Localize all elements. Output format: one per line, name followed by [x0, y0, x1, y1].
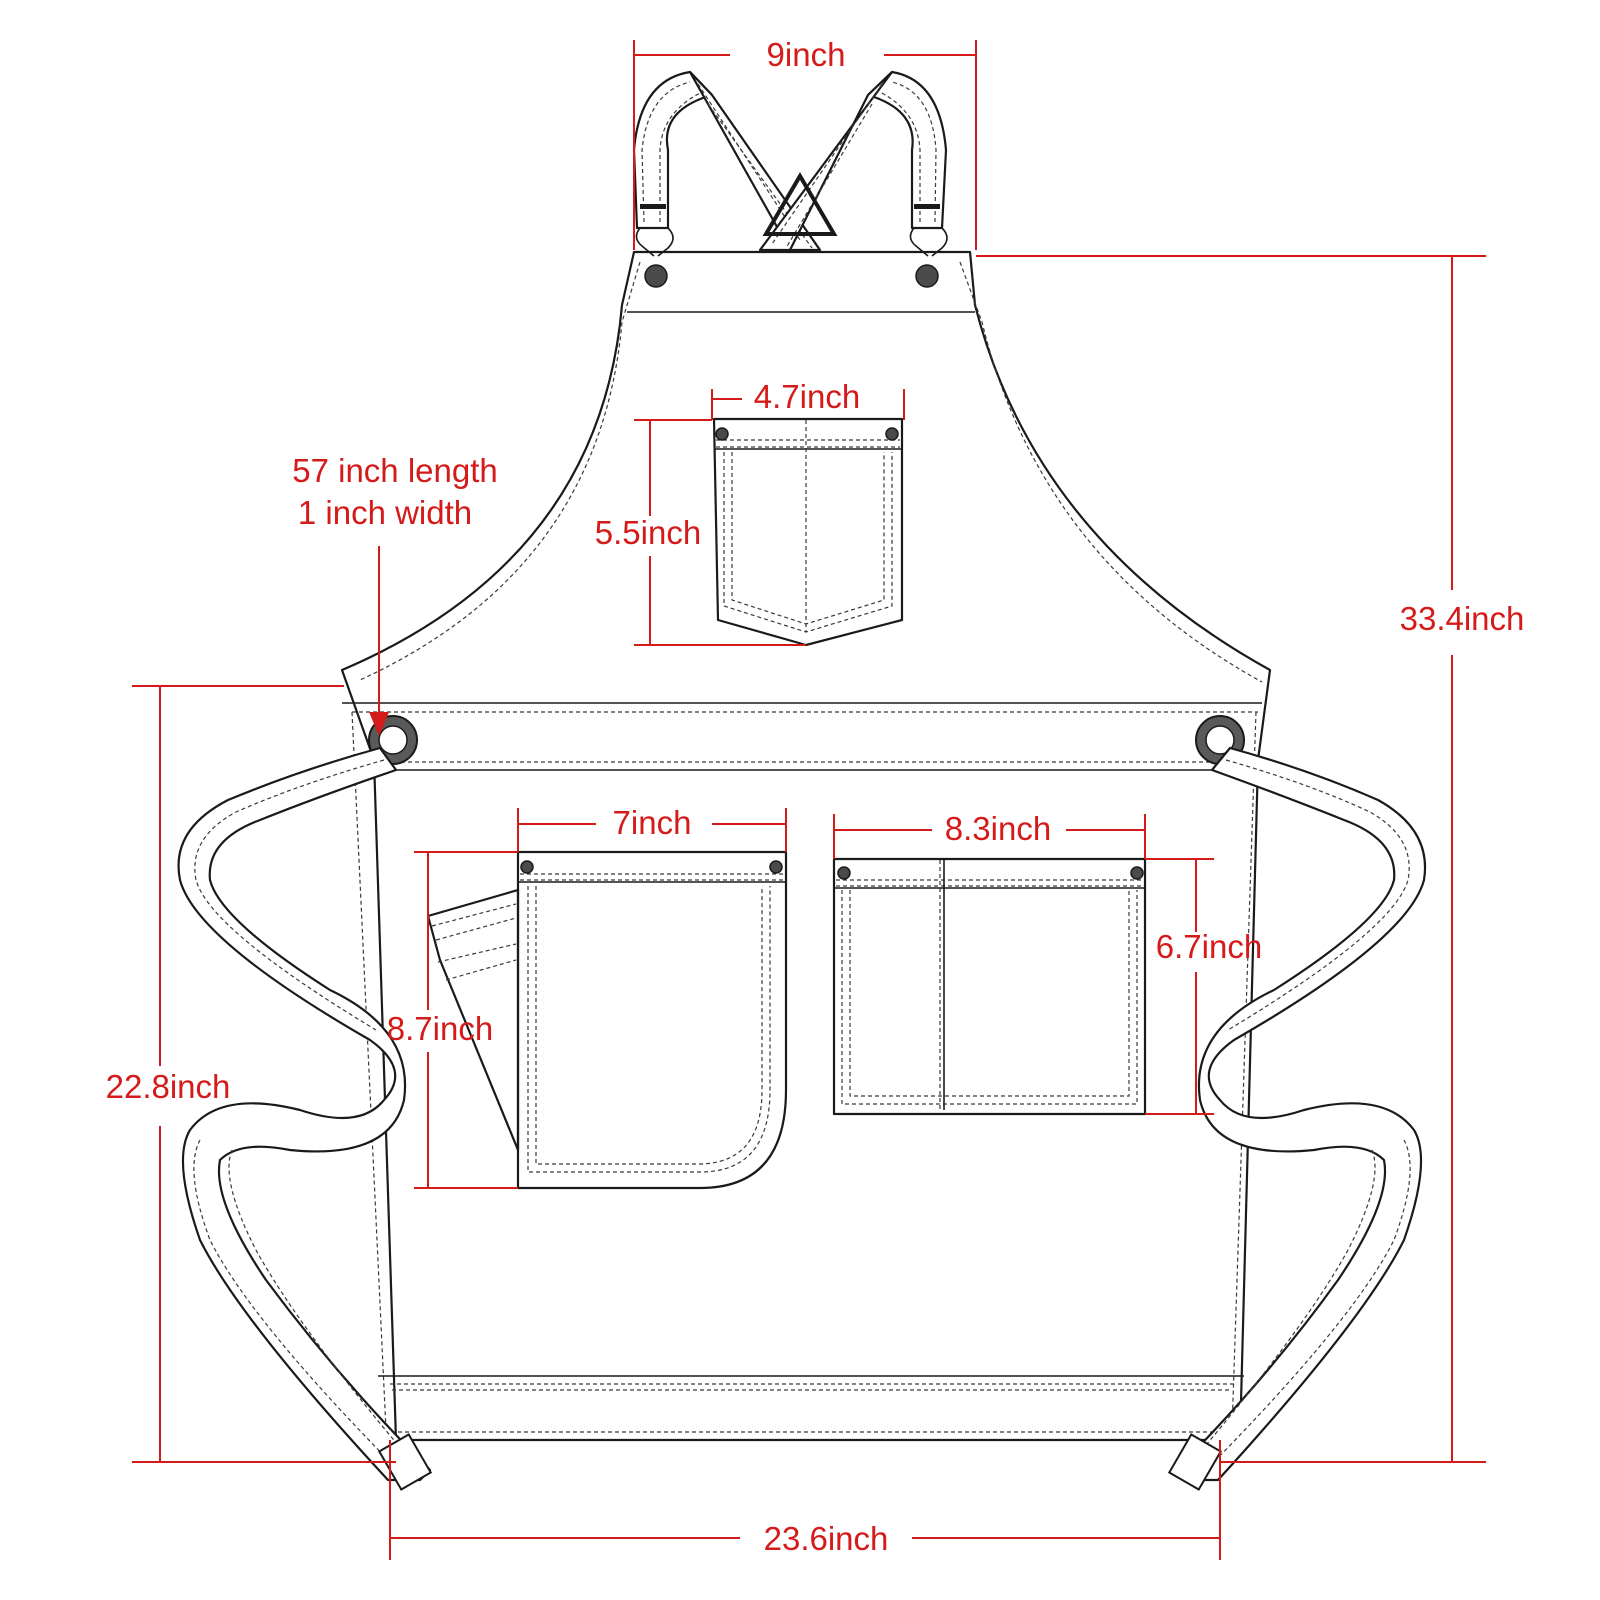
left-button-icon: [644, 264, 668, 288]
tie-length-label: 57 inch length: [292, 452, 498, 489]
dimension-lines: [132, 40, 1486, 1560]
arrow-head-icon: [369, 712, 389, 736]
triangle-logo-icon: [762, 172, 838, 236]
grommets: [368, 715, 1245, 765]
lower-length-label: 22.8inch: [106, 1068, 231, 1105]
right-pocket-height-label: 6.7inch: [1156, 928, 1262, 965]
chest-pocket: [712, 417, 904, 647]
right-pocket: [832, 857, 1147, 1116]
total-length-label: 33.4inch: [1400, 600, 1525, 637]
bottom-width-label: 23.6inch: [764, 1520, 889, 1557]
strap-hooks: [635, 227, 948, 288]
right-adjuster-icon: [914, 204, 940, 209]
left-adjuster-icon: [640, 204, 666, 209]
left-pocket-width-label: 7inch: [613, 804, 692, 841]
left-pocket-height-label: 8.7inch: [387, 1010, 493, 1047]
shoulder-straps: [632, 70, 948, 252]
left-pocket: [426, 850, 788, 1190]
chest-pocket-height-label: 5.5inch: [595, 514, 701, 551]
right-button-icon: [915, 264, 939, 288]
tie-width-label: 1 inch width: [298, 494, 472, 531]
strap-width-label: 9inch: [767, 36, 846, 73]
waist-ties: [177, 746, 1427, 1491]
right-pocket-width-label: 8.3inch: [945, 810, 1051, 847]
chest-pocket-width-label: 4.7inch: [754, 378, 860, 415]
dimension-labels: 9inch 4.7inch 5.5inch 57 inch length 1 i…: [106, 36, 1525, 1557]
